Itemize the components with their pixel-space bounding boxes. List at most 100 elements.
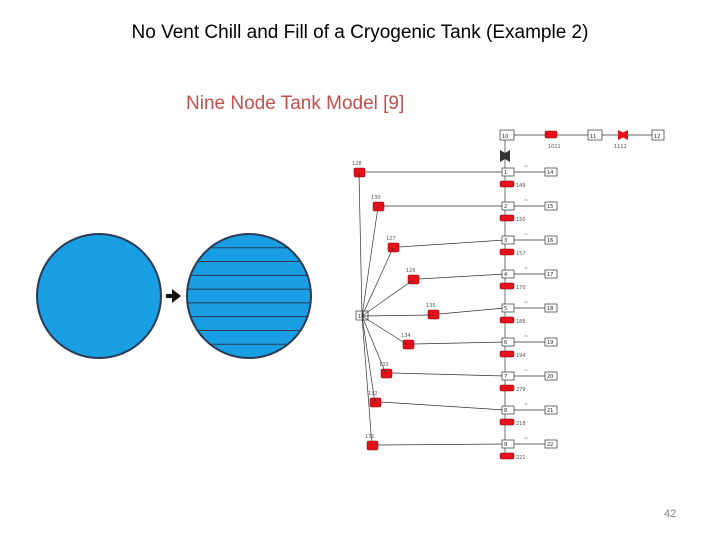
right-node-21-label: 21 [547, 408, 553, 414]
right-node-22 [544, 439, 558, 449]
heat-transfer-label-8: ~ [524, 402, 528, 408]
left-red-node-127 [387, 242, 400, 253]
top-sub-label-1011: 1011 [548, 144, 561, 150]
pipe-red-node-157 [499, 248, 515, 256]
pipe-red-node-218 [499, 418, 515, 426]
right-node-18-label: 18 [547, 306, 553, 312]
trunk-valve-icon-2 [500, 150, 510, 162]
right-node-15-label: 15 [547, 204, 553, 210]
tank-node-5-label: 5 [504, 306, 507, 312]
pipe-red-node-170 [499, 282, 515, 290]
collector-link-130 [361, 206, 379, 317]
left-node-label-135: 135 [426, 303, 436, 309]
slide-title: No Vent Chill and Fill of a Cryogenic Ta… [131, 22, 589, 43]
left-red-node-135 [427, 309, 440, 320]
row-link-6 [413, 341, 506, 345]
network-node-12-label: 12 [654, 134, 660, 140]
heat-transfer-label-4: ~ [524, 266, 528, 272]
tank-node-9-label: 9 [504, 442, 507, 448]
tank-node-1-label: 1 [504, 170, 507, 176]
pipe-red-node-279 [499, 384, 515, 392]
pipe-red-node-221 [499, 452, 515, 460]
left-node-label-133: 133 [379, 362, 389, 368]
pipe-red-node-194 [499, 350, 515, 358]
collector-link-133 [361, 315, 387, 375]
left-red-node-128 [353, 167, 366, 178]
tank-node-4-label: 4 [504, 272, 507, 278]
slide-subtitle: Nine Node Tank Model [9] [186, 93, 405, 114]
network-node-10-label: 10 [502, 134, 508, 140]
collector-link-135 [361, 314, 434, 317]
right-node-16-label: 16 [547, 238, 553, 244]
top-red-node [544, 130, 558, 139]
pipe-label-188: 188 [516, 319, 526, 325]
left-red-node-130 [372, 201, 385, 212]
left-node-label-128: 128 [352, 161, 362, 167]
heat-transfer-label-3: ~ [524, 232, 528, 238]
pipe-label-150: 150 [516, 217, 526, 223]
right-arrow-icon [166, 289, 181, 303]
right-node-14 [544, 167, 558, 177]
collector-link-127 [361, 247, 394, 317]
tank-node-2-label: 2 [504, 204, 507, 210]
right-node-15 [544, 201, 558, 211]
single-node-tank [36, 233, 162, 359]
row-link-7 [391, 372, 506, 377]
right-node-19-label: 19 [547, 340, 553, 346]
collector-link-126 [361, 279, 414, 317]
pipe-red-node-149 [499, 180, 515, 188]
pipe-label-218: 218 [516, 421, 526, 427]
left-red-node-134 [402, 339, 415, 350]
heat-transfer-label-5: ~ [524, 300, 528, 306]
heat-transfer-label-7: ~ [524, 368, 528, 374]
tank-node-7-label: 7 [504, 374, 507, 380]
nine-node-tank [186, 233, 312, 359]
pipe-label-149: 149 [516, 183, 526, 189]
left-red-node-132 [369, 397, 382, 408]
right-node-20 [544, 371, 558, 381]
right-node-20-label: 20 [547, 374, 553, 380]
row-link-3 [398, 239, 506, 248]
left-node-label-134: 134 [401, 333, 411, 339]
right-node-16 [544, 235, 558, 245]
tank-node-6-label: 6 [504, 340, 507, 346]
pipe-label-194: 194 [516, 353, 526, 359]
collector-link-128 [358, 172, 363, 317]
pipe-red-node-150 [499, 214, 515, 222]
pipe-label-279: 279 [516, 387, 526, 393]
page-number: 42 [664, 508, 677, 520]
heat-transfer-label-6: ~ [524, 334, 528, 340]
right-node-19 [544, 337, 558, 347]
heat-transfer-label-9: ~ [524, 436, 528, 442]
pipe-label-157: 157 [516, 251, 526, 257]
network-node-12 [651, 129, 665, 141]
right-node-22-label: 22 [547, 442, 553, 448]
left-node-label-130: 130 [371, 195, 381, 201]
right-node-17-label: 17 [547, 272, 553, 278]
network-node-13-label: 13 [358, 314, 364, 320]
right-node-21 [544, 405, 558, 415]
row-link-8 [380, 401, 506, 411]
top-valve-icon-2 [618, 130, 628, 140]
pipe-red-node-188 [499, 316, 515, 324]
left-node-label-126: 126 [406, 268, 416, 274]
left-node-label-127: 127 [386, 236, 396, 242]
collector-link-131 [361, 315, 373, 447]
right-node-18 [544, 303, 558, 313]
right-node-14-label: 14 [547, 170, 553, 176]
left-node-label-132: 132 [368, 391, 378, 397]
pipe-label-221: 221 [516, 455, 526, 461]
right-node-17 [544, 269, 558, 279]
heat-transfer-label-1: ~ [524, 164, 528, 170]
collector-link-132 [361, 315, 376, 404]
tank-node-3-label: 3 [504, 238, 507, 244]
left-node-label-131: 131 [365, 434, 375, 440]
left-red-node-131 [366, 440, 379, 451]
left-red-node-133 [380, 368, 393, 379]
collector-link-134 [361, 315, 409, 346]
tank-node-8-label: 8 [504, 408, 507, 414]
top-sub-label-1112: 1112 [614, 144, 627, 150]
pipe-label-170: 170 [516, 285, 526, 291]
